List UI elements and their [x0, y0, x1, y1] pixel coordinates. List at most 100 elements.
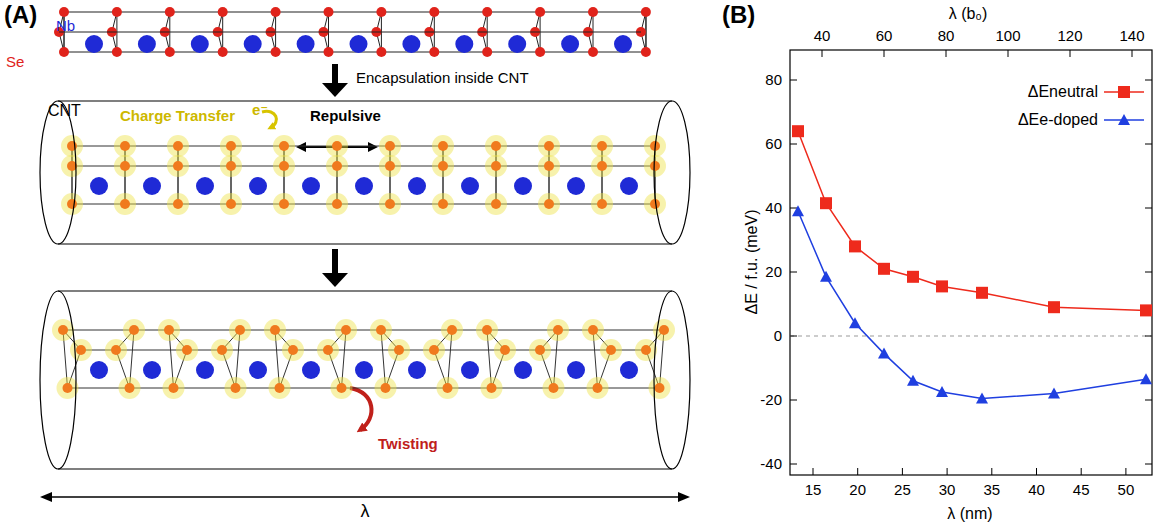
tick-label: -40: [760, 456, 782, 473]
se-atom: [381, 383, 391, 393]
se-atom: [487, 383, 497, 393]
se-atom: [553, 325, 563, 335]
charge-halo: [52, 319, 74, 341]
tube-label: e⁻: [252, 102, 268, 119]
se-atom: [385, 161, 395, 171]
bond-line: [72, 166, 655, 167]
tick: [790, 272, 797, 273]
se-atom: [270, 325, 280, 335]
charge-halo: [481, 377, 503, 399]
se-atom: [120, 161, 130, 171]
figure-label: (A): [4, 2, 37, 28]
process-arrow: [322, 64, 348, 97]
charge-halo: [600, 339, 622, 361]
se-atom: [332, 141, 342, 151]
se-atom: [641, 47, 651, 57]
charge-halo: [273, 135, 295, 157]
legend-sample: [1118, 114, 1130, 125]
tick: [1145, 336, 1152, 337]
data-marker: [878, 348, 890, 359]
nb-atom: [196, 177, 214, 195]
legend-text: ΔEe-doped: [1018, 111, 1098, 129]
tick-label: 40: [1028, 482, 1045, 499]
data-marker: [1048, 301, 1060, 313]
charge-halo: [644, 155, 666, 177]
nanotube: Twisting: [40, 290, 690, 470]
charge-halo: [105, 339, 127, 361]
tick-label: 60: [876, 28, 893, 45]
twisting-arrow: [350, 388, 371, 430]
nb-atom: [138, 35, 156, 53]
charge-halo: [485, 155, 507, 177]
nb-atom: [514, 177, 532, 195]
se-atom: [120, 199, 130, 209]
charge-halo: [326, 193, 348, 215]
charge-halo: [538, 135, 560, 157]
se-atom: [173, 141, 183, 151]
charge-halo: [229, 319, 251, 341]
charge-halo: [282, 339, 304, 361]
nb-atom: [244, 35, 262, 53]
se-atom: [226, 161, 236, 171]
nb-atom: [408, 361, 426, 379]
tick: [947, 468, 948, 475]
tick: [1145, 464, 1152, 465]
nb-atom: [567, 361, 585, 379]
se-atom: [438, 161, 448, 171]
tick-label: 40: [765, 200, 782, 217]
tick: [1008, 50, 1009, 57]
se-atom: [279, 141, 289, 151]
se-atom: [182, 345, 192, 355]
tick: [1070, 50, 1071, 57]
tick: [1036, 468, 1037, 475]
se-atom: [544, 161, 554, 171]
se-atom: [275, 383, 285, 393]
process-arrow: [322, 249, 348, 287]
se-atom: [394, 345, 404, 355]
se-atom: [76, 345, 86, 355]
charge-halo: [375, 377, 397, 399]
se-atom: [235, 325, 245, 335]
tube-end: [40, 291, 76, 469]
tick: [884, 50, 885, 57]
tick: [790, 80, 797, 81]
charge-halo: [591, 135, 613, 157]
nb-atom: [191, 35, 209, 53]
tube-wall: [58, 243, 672, 244]
tube-end: [40, 101, 76, 244]
se-atom: [593, 383, 603, 393]
tick: [813, 468, 814, 475]
nanotube: CNTCharge Transfere⁻Repulsive: [40, 100, 690, 245]
nb-atom: [90, 361, 108, 379]
charge-halo: [119, 377, 141, 399]
tick-label: 80: [765, 72, 782, 89]
se-atom: [231, 383, 241, 393]
charge-halo: [176, 339, 198, 361]
data-marker: [936, 386, 948, 397]
tick-label: 40: [814, 28, 831, 45]
charge-halo: [211, 339, 233, 361]
tube-outline: [40, 290, 690, 470]
charge-halo: [61, 155, 83, 177]
charge-halo: [432, 155, 454, 177]
tick: [1125, 468, 1126, 475]
tube-label: Twisting: [378, 436, 438, 453]
tick-label: 0: [774, 328, 782, 345]
tick: [991, 468, 992, 475]
bond-line: [72, 146, 655, 147]
tick: [790, 400, 797, 401]
se-atom: [120, 141, 130, 151]
se-atom: [332, 161, 342, 171]
se-atom: [588, 7, 598, 17]
se-atom: [217, 345, 227, 355]
figure-label: Se: [6, 54, 24, 71]
charge-halo: [326, 155, 348, 177]
se-atom: [588, 325, 598, 335]
se-atom: [129, 325, 139, 335]
data-marker: [849, 317, 861, 328]
se-atom: [597, 199, 607, 209]
charge-halo: [225, 377, 247, 399]
tick: [790, 208, 797, 209]
se-atom: [491, 161, 501, 171]
se-atom: [429, 47, 439, 57]
